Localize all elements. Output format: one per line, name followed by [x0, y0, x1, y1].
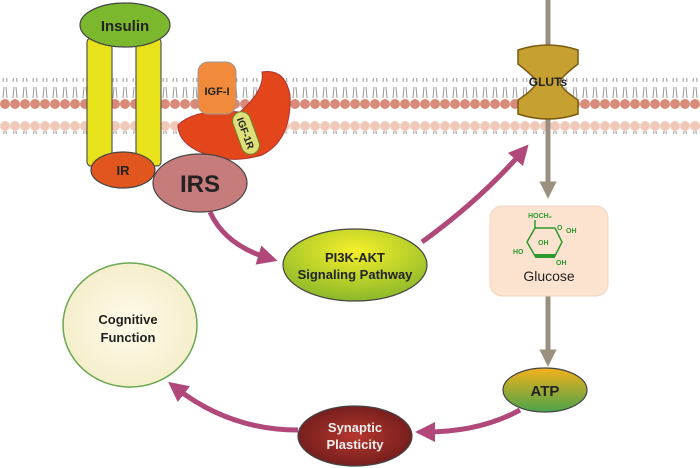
glucose-box: HOCH₂ O OH OH HO OH Glucose	[489, 205, 609, 297]
ir-label: IR	[117, 163, 131, 178]
insulin-label: Insulin	[101, 18, 149, 35]
pi3k-label-line1: PI3K-AKT	[325, 250, 385, 265]
cognitive-function: Cognitive Function	[62, 262, 198, 388]
irs-to-pi3k-arrow	[207, 210, 278, 265]
atp-label: ATP	[531, 383, 560, 400]
gluts-transporter: GLUTs	[517, 44, 579, 120]
igf-1-label: IGF-I	[204, 86, 229, 98]
ir-receptor: IR	[90, 151, 156, 189]
igf-1: IGF-I	[197, 61, 237, 115]
irs: IRS	[152, 153, 248, 213]
ir-pillar-right	[135, 37, 162, 167]
gluts-label: GLUTs	[529, 75, 568, 89]
atp-to-synaptic-arrow	[415, 407, 522, 442]
atp: ATP	[502, 367, 588, 413]
glucose-oh-2: OH	[538, 240, 549, 247]
synaptic-to-cognitive-arrow	[168, 381, 299, 433]
synaptic-label-line1: Synaptic	[328, 420, 382, 435]
cell-membrane	[0, 78, 700, 134]
cognitive-label-line1: Cognitive	[98, 312, 157, 327]
pi3k-akt-pathway: PI3K-AKT Signaling Pathway	[282, 228, 428, 302]
synaptic-label-line2: Plasticity	[326, 437, 384, 452]
glucose-oh-1: OH	[566, 228, 577, 235]
ir-pillar-left	[86, 37, 113, 167]
pi3k-to-gluts-arrow	[420, 144, 529, 245]
synaptic-plasticity: Synaptic Plasticity	[297, 405, 413, 467]
glucose-label: Glucose	[523, 268, 575, 284]
glucose-hoch2: HOCH₂	[528, 213, 552, 220]
irs-label: IRS	[180, 171, 220, 198]
insulin: Insulin	[79, 2, 171, 48]
cognitive-label-line2: Function	[101, 330, 156, 345]
glucose-ho: HO	[513, 249, 524, 256]
pi3k-label-line2: Signaling Pathway	[298, 267, 414, 282]
glucose-structure-icon	[526, 220, 563, 258]
glucose-oh-3: OH	[556, 260, 567, 267]
glucose-o: O	[557, 225, 563, 232]
